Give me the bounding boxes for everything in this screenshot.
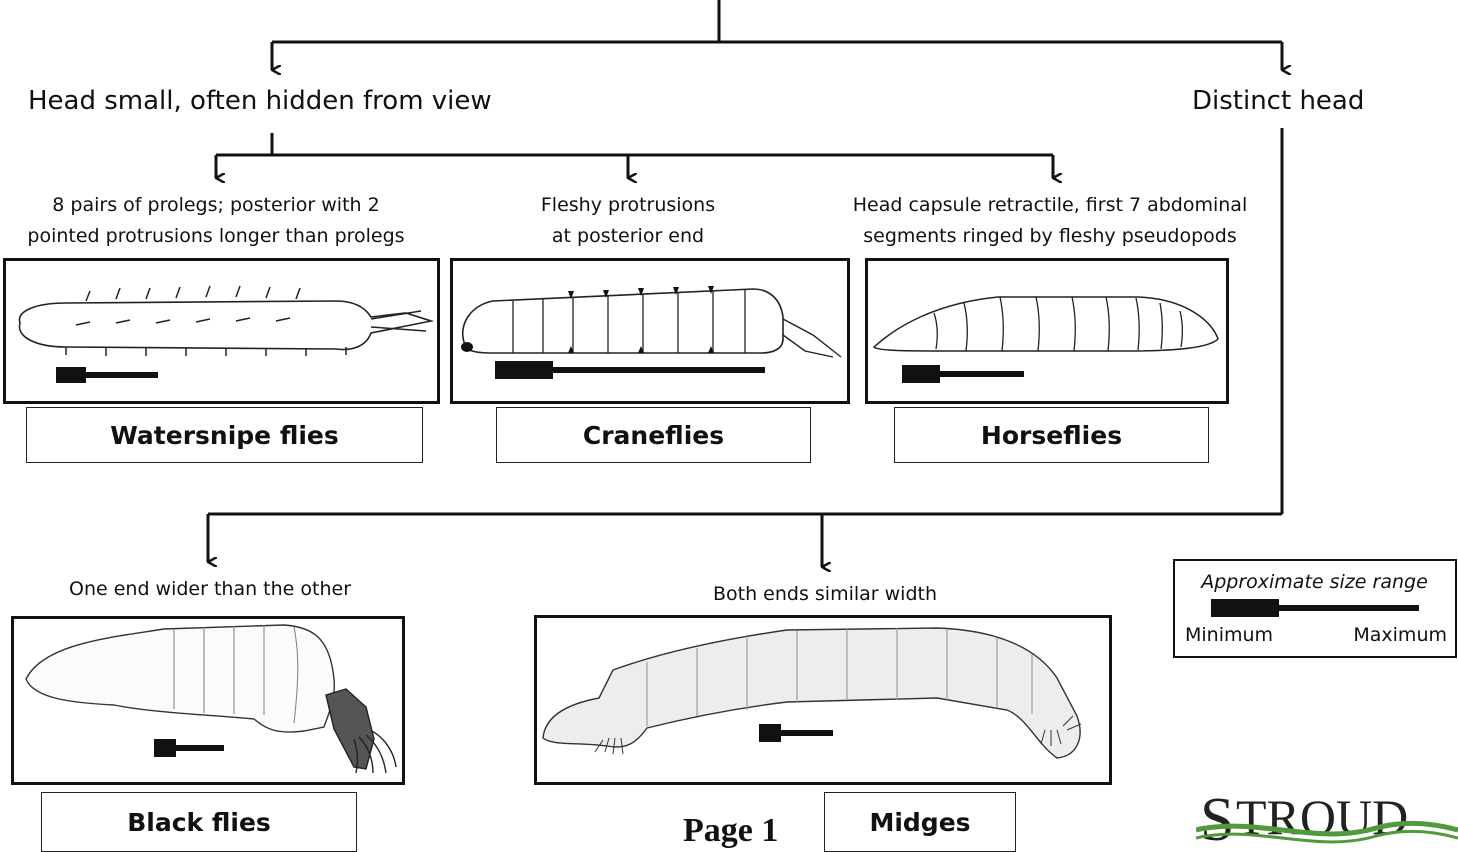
taxon-name-craneflies: Craneflies [496, 407, 811, 463]
criteria-horseflies: Head capsule retractile, first 7 abdomin… [830, 190, 1270, 252]
taxon-name-black-flies: Black flies [41, 792, 357, 852]
criteria-black-flies: One end wider than the other [20, 574, 400, 605]
taxon-name-midges: Midges [824, 792, 1016, 852]
criteria-craneflies: Fleshy protrusions at posterior end [478, 190, 778, 252]
taxon-name-horseflies: Horseflies [894, 407, 1209, 463]
legend-min-label: Minimum [1185, 624, 1273, 646]
criteria-line: Fleshy protrusions [478, 190, 778, 221]
size-bar-range [902, 371, 1024, 377]
criteria-line: segments ringed by fleshy pseudopods [830, 221, 1270, 252]
legend-max-label: Maximum [1353, 624, 1447, 646]
criteria-line: at posterior end [478, 221, 778, 252]
size-range-legend: Approximate size range Minimum Maximum [1173, 559, 1457, 658]
legend-title: Approximate size range [1175, 571, 1454, 593]
size-bar-range [759, 730, 833, 736]
size-bar-range [154, 745, 224, 751]
page-label: Page 1 [683, 812, 778, 850]
branch-label-head-small: Head small, often hidden from view [28, 86, 492, 116]
stroud-logo: S TROUD [1196, 772, 1458, 844]
criteria-line: pointed protrusions longer than prolegs [0, 221, 432, 252]
taxon-name-watersnipe-flies: Watersnipe flies [26, 407, 423, 463]
size-bar-range [495, 367, 765, 373]
criteria-line: 8 pairs of prolegs; posterior with 2 [0, 190, 432, 221]
black-fly-illustration [11, 616, 405, 785]
cranefly-illustration [450, 258, 850, 404]
legend-size-bar [1175, 597, 1454, 625]
branch-label-distinct-head: Distinct head [1192, 86, 1364, 116]
criteria-watersnipe: 8 pairs of prolegs; posterior with 2 poi… [0, 190, 432, 252]
midge-illustration [534, 615, 1112, 785]
horsefly-illustration [865, 258, 1229, 404]
criteria-midges: Both ends similar width [640, 579, 1010, 610]
watersnipe-fly-illustration [3, 258, 440, 404]
criteria-line: Head capsule retractile, first 7 abdomin… [830, 190, 1270, 221]
size-bar-range [56, 372, 158, 378]
